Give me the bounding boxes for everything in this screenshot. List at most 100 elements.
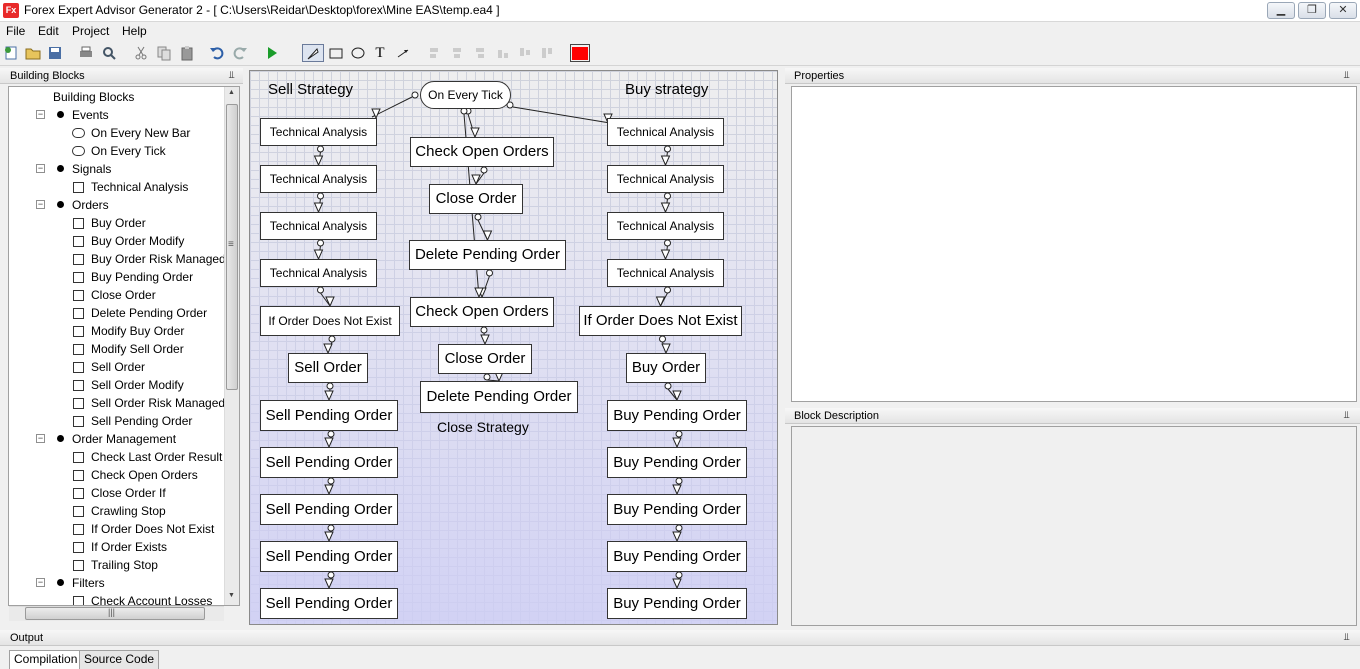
run-icon[interactable] — [263, 44, 281, 62]
scroll-down-icon[interactable]: ▼ — [228, 592, 235, 599]
strategy-canvas[interactable]: Sell Strategy Buy strategy Close Strateg… — [249, 70, 778, 625]
ellipse-icon[interactable] — [349, 44, 367, 62]
collapse-icon[interactable]: − — [36, 199, 45, 209]
pointer-icon[interactable] — [302, 44, 324, 62]
tree-item[interactable]: Delete Pending Order — [9, 304, 224, 322]
close-close-order-block[interactable]: Close Order — [429, 184, 523, 214]
paste-icon[interactable] — [178, 44, 196, 62]
pin-icon[interactable]: ⫫ — [1344, 70, 1350, 81]
sell-sell-pending-order-block[interactable]: Sell Pending Order — [260, 447, 398, 478]
tree-item[interactable]: Buy Order Risk Managed — [9, 250, 226, 268]
sell-sell-pending-order-block[interactable]: Sell Pending Order — [260, 400, 398, 431]
menu-project[interactable]: Project — [72, 24, 110, 38]
pin-icon[interactable]: ⫫ — [1344, 632, 1350, 643]
tree-item[interactable]: Buy Order — [9, 214, 224, 232]
minimize-button[interactable]: ▁ — [1267, 2, 1295, 19]
print-preview-icon[interactable] — [100, 44, 118, 62]
tree-item[interactable]: On Every New Bar — [9, 124, 224, 142]
close-check-open-orders-block[interactable]: Check Open Orders — [410, 297, 554, 327]
tree-item[interactable]: Sell Order Risk Managed — [9, 394, 225, 412]
sell-technical-analysis-block[interactable]: Technical Analysis — [260, 118, 377, 146]
connector-icon[interactable] — [394, 44, 412, 62]
collapse-icon[interactable]: − — [36, 109, 45, 119]
tree-item[interactable]: If Order Does Not Exist — [9, 520, 224, 538]
buy-technical-analysis-block[interactable]: Technical Analysis — [607, 259, 724, 287]
on-every-tick-block[interactable]: On Every Tick — [420, 81, 511, 109]
cut-icon[interactable] — [132, 44, 150, 62]
event-oval-icon — [72, 146, 85, 156]
tree-item[interactable]: Check Account Losses — [9, 592, 224, 605]
tree-root[interactable]: Building Blocks — [9, 88, 224, 106]
tree-item[interactable]: Sell Pending Order — [9, 412, 224, 430]
tree-item[interactable]: On Every Tick — [9, 142, 224, 160]
close-window-button[interactable]: ✕ — [1329, 2, 1357, 19]
tree-item[interactable]: Close Order — [9, 286, 224, 304]
buy-technical-analysis-block[interactable]: Technical Analysis — [607, 212, 724, 240]
close-delete-pending-order-block[interactable]: Delete Pending Order — [420, 381, 578, 413]
color-icon[interactable] — [570, 44, 590, 62]
tree-category[interactable]: −Events — [9, 106, 224, 124]
properties-grid[interactable] — [791, 86, 1357, 402]
tree-item[interactable]: Technical Analysis — [9, 178, 224, 196]
buy-buy-pending-order-block[interactable]: Buy Pending Order — [607, 588, 747, 619]
tree-item[interactable]: Close Order If — [9, 484, 224, 502]
sell-technical-analysis-block[interactable]: Technical Analysis — [260, 165, 377, 193]
buy-buy-pending-order-block[interactable]: Buy Pending Order — [607, 447, 747, 478]
sell-technical-analysis-block[interactable]: Technical Analysis — [260, 212, 377, 240]
restore-button[interactable]: ❐ — [1298, 2, 1326, 19]
tree-scroll-thumb[interactable]: ≡ — [226, 104, 238, 390]
tree-item[interactable]: Trailing Stop — [9, 556, 224, 574]
buy-technical-analysis-block[interactable]: Technical Analysis — [607, 118, 724, 146]
tree-hscroll-thumb[interactable]: ||| — [25, 607, 205, 620]
copy-icon[interactable] — [155, 44, 173, 62]
collapse-icon[interactable]: − — [36, 163, 45, 173]
buy-buy-pending-order-block[interactable]: Buy Pending Order — [607, 541, 747, 572]
tree-item[interactable]: Check Open Orders — [9, 466, 224, 484]
close-delete-pending-order-block[interactable]: Delete Pending Order — [409, 240, 566, 270]
menu-help[interactable]: Help — [122, 24, 147, 38]
tree-item[interactable]: Crawling Stop — [9, 502, 224, 520]
buy-buy-pending-order-block[interactable]: Buy Pending Order — [607, 494, 747, 525]
save-icon[interactable] — [46, 44, 64, 62]
collapse-icon[interactable]: − — [36, 433, 45, 443]
pin-icon[interactable]: ⫫ — [229, 70, 235, 81]
new-file-icon[interactable] — [2, 44, 20, 62]
tree-item[interactable]: Buy Order Modify — [9, 232, 224, 250]
tab-compilation[interactable]: Compilation — [9, 650, 83, 669]
pin-icon[interactable]: ⫫ — [1344, 410, 1350, 421]
tree-item[interactable]: Sell Order — [9, 358, 224, 376]
close-check-open-orders-block[interactable]: Check Open Orders — [410, 137, 554, 167]
redo-icon[interactable] — [231, 44, 249, 62]
menu-edit[interactable]: Edit — [38, 24, 59, 38]
text-tool-icon[interactable]: T — [375, 45, 385, 61]
tree-item[interactable]: Buy Pending Order — [9, 268, 224, 286]
rectangle-icon[interactable] — [327, 44, 345, 62]
buy-buy-pending-order-block[interactable]: Buy Pending Order — [607, 400, 747, 431]
sell-sell-pending-order-block[interactable]: Sell Pending Order — [260, 588, 398, 619]
collapse-icon[interactable]: − — [36, 577, 45, 587]
buy-technical-analysis-block[interactable]: Technical Analysis — [607, 165, 724, 193]
sell-sell-pending-order-block[interactable]: Sell Pending Order — [260, 541, 398, 572]
tree-item[interactable]: Check Last Order Result — [9, 448, 224, 466]
tree-item[interactable]: Modify Sell Order — [9, 340, 224, 358]
tree-item[interactable]: If Order Exists — [9, 538, 224, 556]
sell-sell-pending-order-block[interactable]: Sell Pending Order — [260, 494, 398, 525]
tree-item[interactable]: Modify Buy Order — [9, 322, 224, 340]
buy-if-order-does-not-exist-block[interactable]: If Order Does Not Exist — [579, 306, 742, 336]
print-icon[interactable] — [77, 44, 95, 62]
sell-technical-analysis-block[interactable]: Technical Analysis — [260, 259, 377, 287]
buy-buy-order-block[interactable]: Buy Order — [626, 353, 706, 383]
sell-sell-order-block[interactable]: Sell Order — [288, 353, 368, 383]
tree-category[interactable]: −Signals — [9, 160, 224, 178]
sell-if-order-does-not-exist-block[interactable]: If Order Does Not Exist — [260, 306, 400, 336]
scroll-up-icon[interactable]: ▲ — [228, 89, 235, 96]
tree-item[interactable]: Sell Order Modify — [9, 376, 224, 394]
menu-file[interactable]: File — [6, 24, 26, 38]
close-close-order-block[interactable]: Close Order — [438, 344, 532, 374]
tree-category[interactable]: −Order Management — [9, 430, 224, 448]
open-folder-icon[interactable] — [24, 44, 42, 62]
tree-category[interactable]: −Orders — [9, 196, 224, 214]
undo-icon[interactable] — [208, 44, 226, 62]
tree-category[interactable]: −Filters — [9, 574, 224, 592]
tab-source-code[interactable]: Source Code — [79, 650, 160, 669]
